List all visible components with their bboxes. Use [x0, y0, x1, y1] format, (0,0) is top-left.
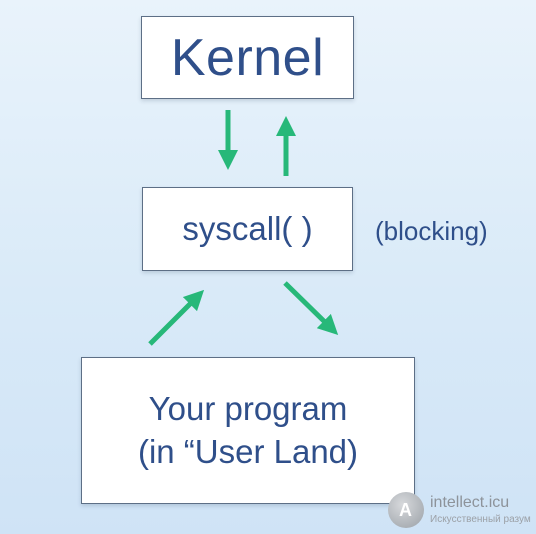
blocking-note: (blocking) — [375, 216, 488, 246]
program-label-line1: Your program — [148, 390, 348, 428]
syscall-box: syscall( ) — [142, 187, 353, 271]
syscall-label: syscall( ) — [182, 210, 313, 247]
arrow-syscall-to-program — [283, 281, 339, 335]
watermark-logo-icon: A — [388, 492, 424, 528]
kernel-box: Kernel — [141, 16, 354, 99]
program-label-line2: (in “User Land) — [137, 432, 359, 470]
user-program-box: Your program (in “User Land) — [81, 357, 415, 504]
arrow-program-to-syscall — [148, 289, 205, 346]
kernel-label: Kernel — [170, 28, 325, 87]
watermark-subtitle: Искусственный разум — [430, 514, 531, 525]
watermark: A intellect.icu Искусственный разум — [386, 490, 536, 534]
watermark-title: intellect.icu — [430, 494, 510, 511]
